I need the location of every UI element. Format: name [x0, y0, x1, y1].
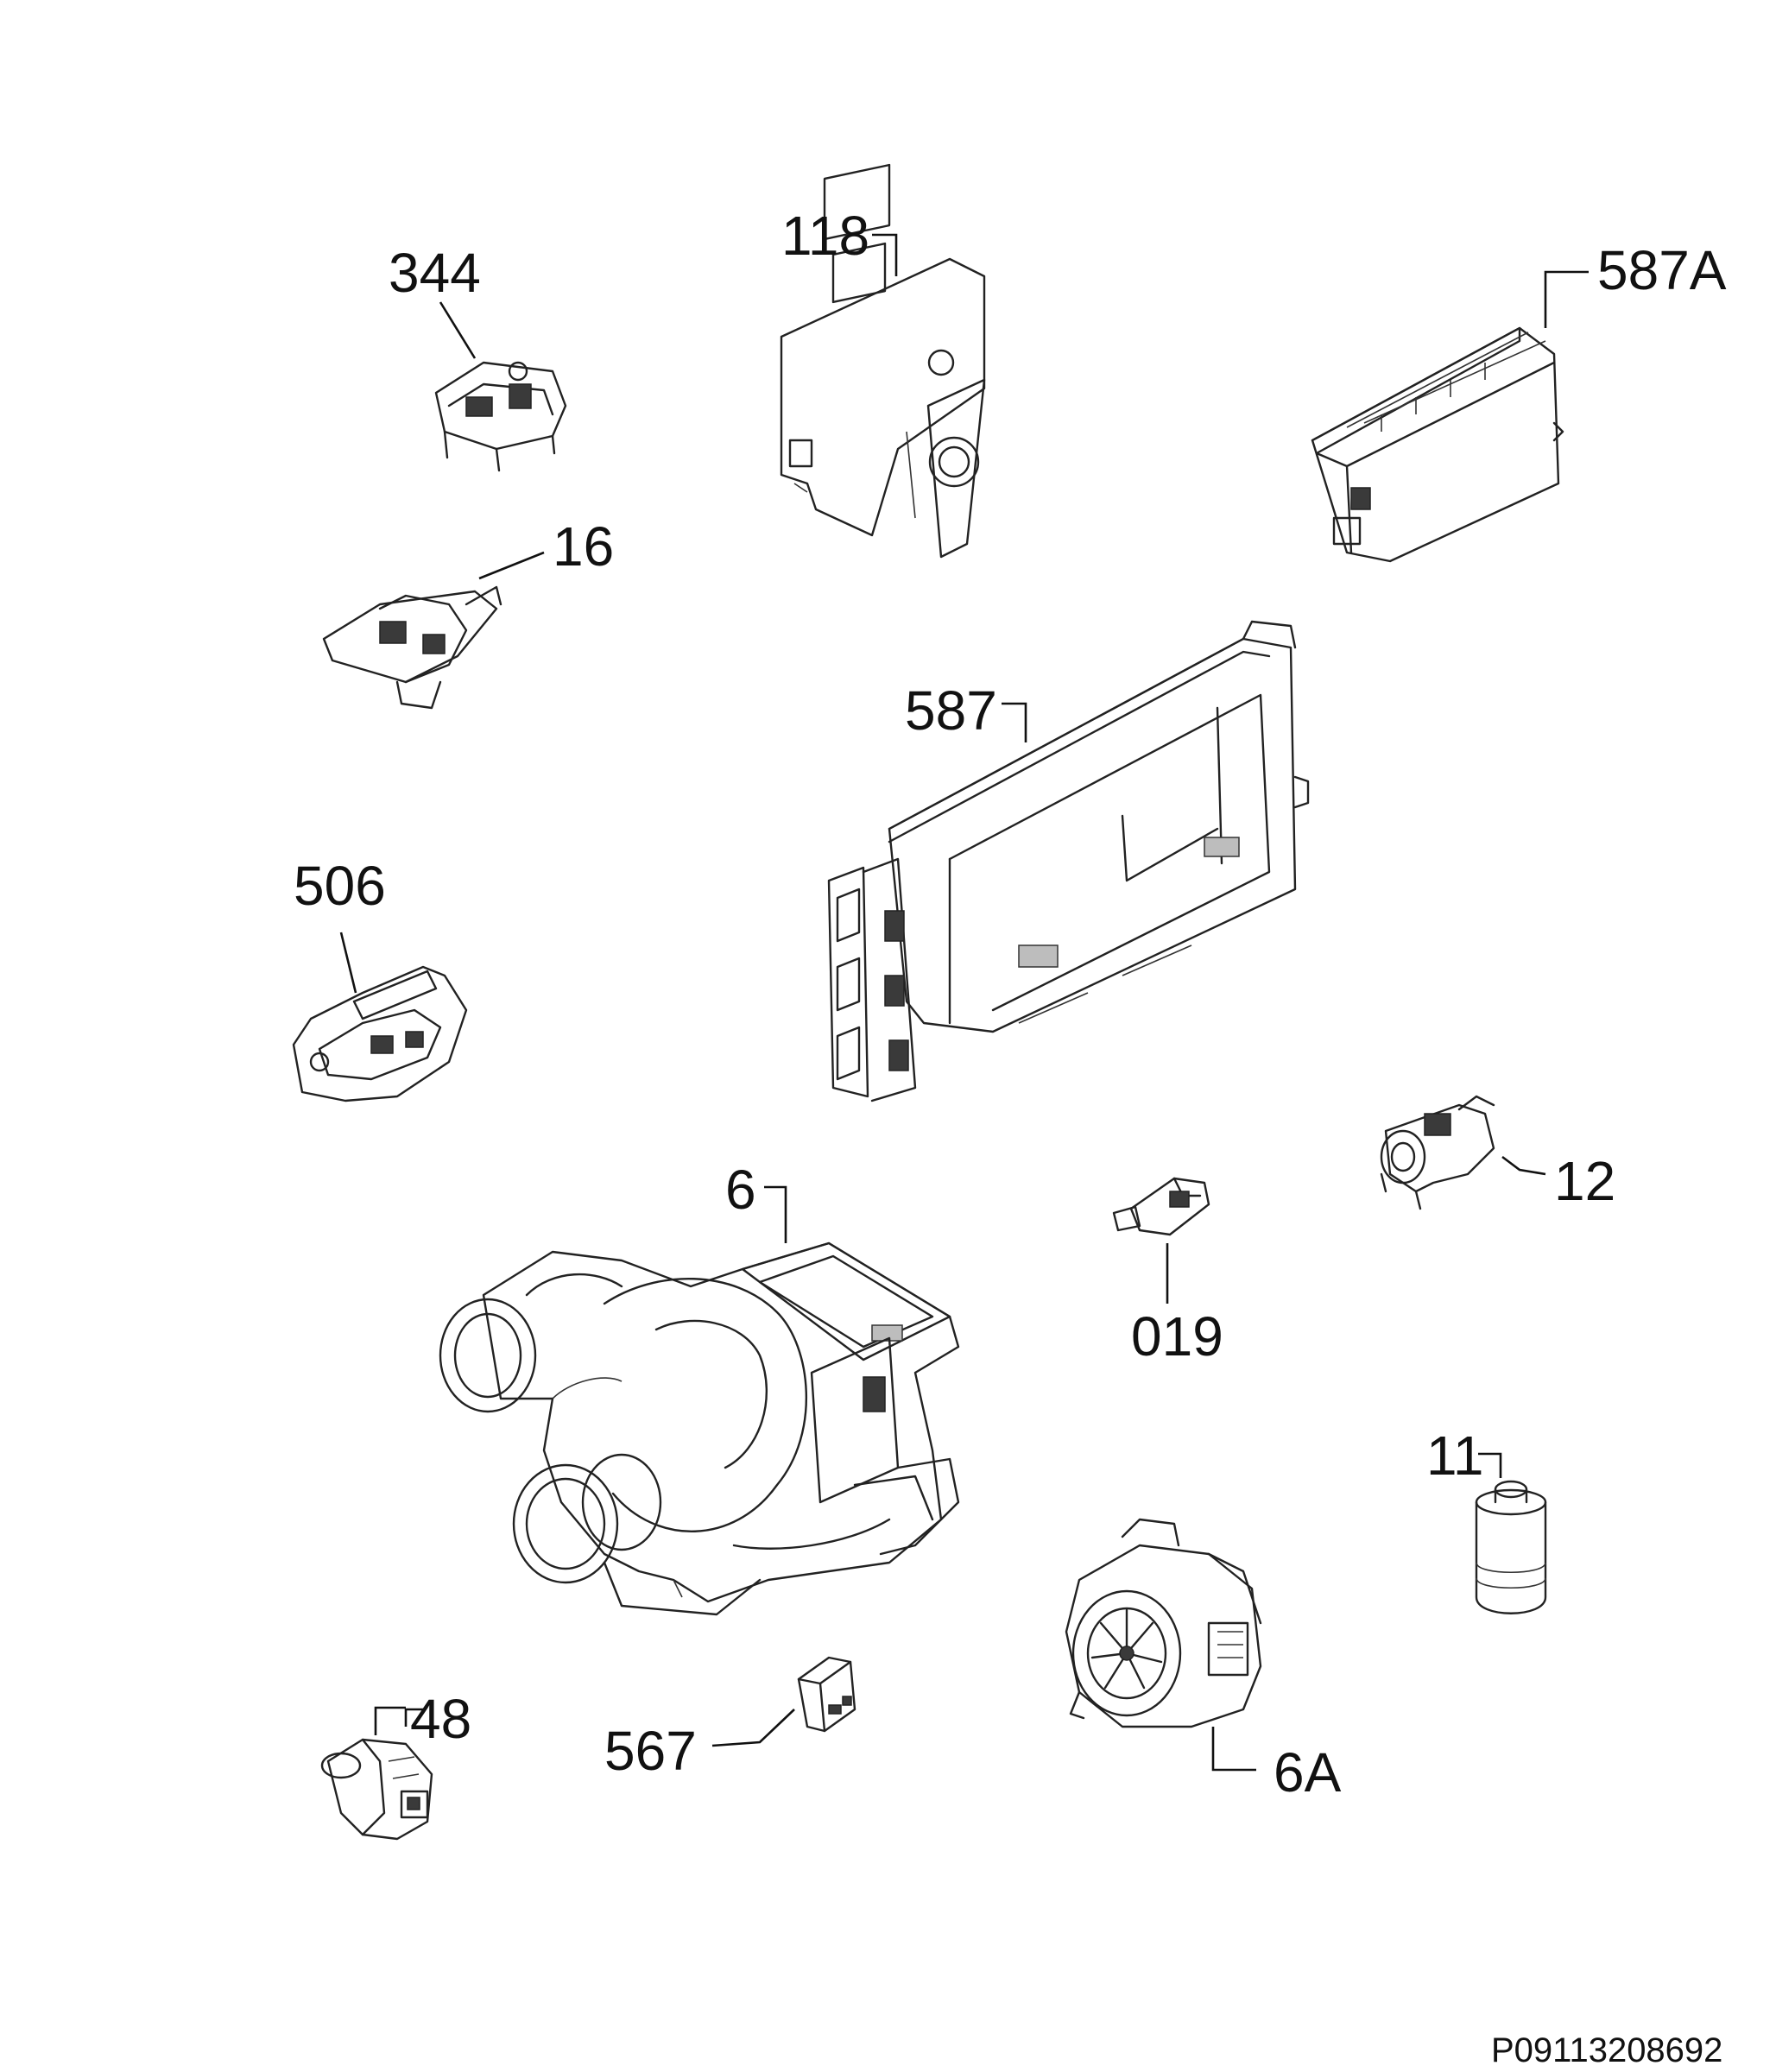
leader-567 [711, 1709, 795, 1747]
leader-48 [404, 1708, 423, 1727]
leader-587 [1002, 702, 1027, 742]
part-6a [1065, 1518, 1262, 1728]
part-11 [1475, 1480, 1547, 1614]
label-567: 567 [604, 1720, 697, 1782]
label-019: 019 [1131, 1305, 1223, 1368]
part-019 [1112, 1177, 1210, 1236]
part-344 [434, 361, 567, 472]
part-506 [292, 965, 468, 1102]
part-48 [320, 1738, 433, 1841]
part-587a [1311, 326, 1564, 563]
label-16: 16 [553, 515, 614, 578]
part-6 [439, 1241, 960, 1616]
label-12: 12 [1554, 1150, 1615, 1212]
part-587 [827, 620, 1310, 1102]
leader-118 [872, 233, 898, 276]
label-506: 506 [294, 855, 386, 917]
label-6: 6 [725, 1159, 756, 1221]
part-12 [1380, 1095, 1495, 1210]
label-587: 587 [905, 679, 997, 742]
leader-344 [439, 301, 477, 359]
leader-6 [764, 1185, 787, 1243]
part-567 [797, 1656, 856, 1733]
part-16 [322, 585, 502, 710]
label-118: 118 [781, 205, 869, 267]
label-11: 11 [1426, 1424, 1483, 1487]
diagram-code: P09113208692 [1491, 2031, 1722, 2069]
part-118 [780, 163, 986, 559]
label-48: 48 [410, 1688, 471, 1750]
leader-11 [1478, 1452, 1502, 1478]
leader-587a [1544, 270, 1589, 328]
leader-16 [478, 551, 545, 580]
leader-12 [1501, 1155, 1546, 1176]
leader-506 [339, 932, 357, 994]
label-587a: 587A [1597, 239, 1727, 301]
label-344: 344 [389, 242, 481, 304]
leader-6a [1211, 1727, 1256, 1772]
label-6a: 6A [1274, 1741, 1342, 1804]
